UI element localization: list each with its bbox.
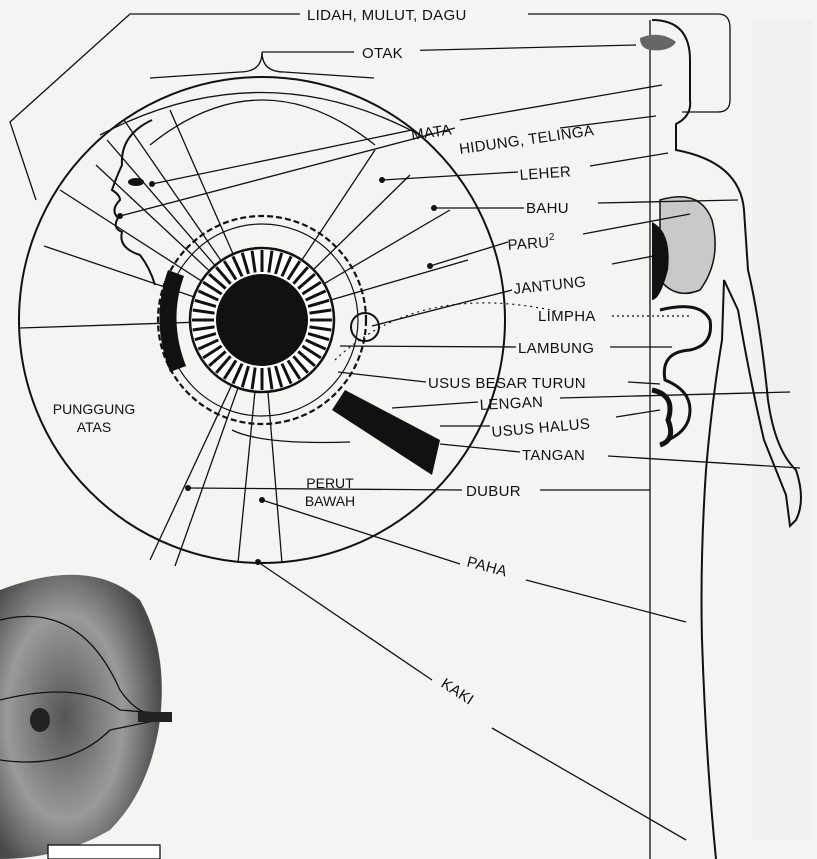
otak-bracket — [150, 52, 374, 78]
label-usus-besar: USUS BESAR TURUN — [428, 375, 586, 392]
label-perut-line1: PERUT — [306, 475, 354, 491]
label-punggung-line1: PUNGGUNG — [53, 401, 135, 417]
brain-outer-arc — [100, 93, 420, 136]
brain-in-head — [640, 35, 676, 51]
face-profile — [112, 120, 155, 285]
label-otak: OTAK — [362, 45, 403, 62]
label-bahu: BAHU — [526, 200, 569, 217]
label-leher: LEHER — [519, 163, 572, 184]
label-hidung: HIDUNG, TELINGA — [458, 122, 595, 158]
label-paha: PAHA — [465, 553, 509, 580]
label-mata: MATA — [410, 121, 453, 143]
label-paru: PARU2 — [507, 232, 556, 254]
brain-arc — [150, 100, 375, 145]
label-lidah: LIDAH, MULUT, DAGU — [307, 7, 467, 24]
pointer-lines — [117, 45, 800, 840]
label-perut-line2: BAWAH — [305, 493, 355, 509]
label-usus-halus: USUS HALUS — [491, 415, 591, 441]
label-jantung: JANTUNG — [513, 273, 587, 298]
pupil-ring — [190, 248, 334, 392]
label-punggung-line2: ATAS — [77, 419, 112, 435]
label-tangan: TANGAN — [522, 447, 585, 464]
label-lambung: LAMBUNG — [518, 340, 594, 357]
label-dubur: DUBUR — [466, 483, 521, 500]
label-lengan: LENGAN — [479, 394, 543, 414]
photo-caption-box — [48, 845, 160, 859]
back-band — [159, 270, 186, 372]
lidah-bracket-right — [528, 14, 730, 112]
lung — [660, 197, 715, 294]
pupil — [216, 274, 308, 366]
photo-disc — [0, 575, 162, 859]
small-intestine — [652, 390, 671, 445]
label-kaki: KAKI — [438, 675, 477, 709]
arm-band — [332, 390, 440, 475]
eye-mark — [128, 178, 144, 186]
iris-photo — [0, 575, 172, 859]
label-limpha: LIMPHA — [538, 308, 596, 325]
lidah-bracket — [10, 14, 300, 200]
